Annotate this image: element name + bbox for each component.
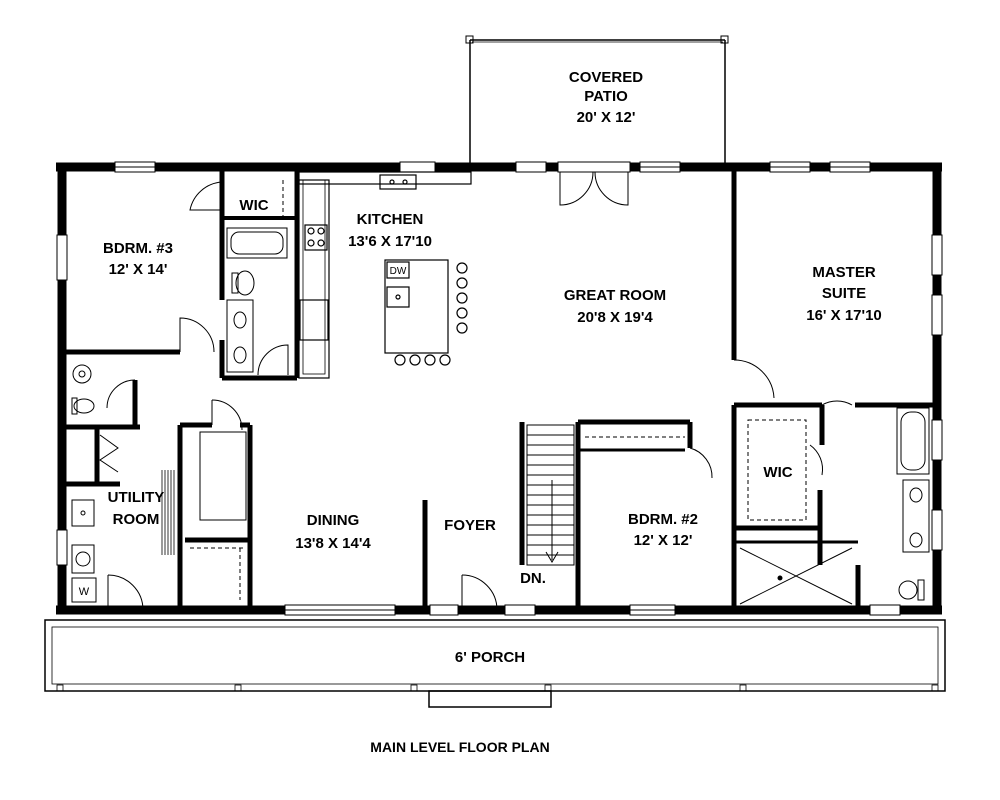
dishwasher-label: DW bbox=[390, 266, 407, 277]
foyer-label: FOYER bbox=[444, 517, 496, 534]
utility-label-line2: ROOM bbox=[113, 511, 160, 528]
bdrm2-size: 12' X 12' bbox=[634, 532, 693, 549]
bdrm3-label: BDRM. #3 bbox=[103, 240, 173, 257]
stairs-down-label: DN. bbox=[520, 570, 546, 587]
porch-label: 6' PORCH bbox=[455, 649, 525, 666]
dining-label: DINING bbox=[307, 512, 360, 529]
stairs bbox=[526, 424, 575, 566]
bdrm2-label: BDRM. #2 bbox=[628, 511, 698, 528]
utility-fixtures bbox=[71, 470, 175, 603]
kitchen-label: KITCHEN bbox=[357, 211, 424, 228]
kitchen-fixtures bbox=[298, 171, 472, 379]
wic-upper-label: WIC bbox=[239, 197, 268, 214]
porch bbox=[44, 619, 946, 708]
wic-master-label: WIC bbox=[763, 464, 792, 481]
patio-french-doors bbox=[557, 161, 631, 206]
patio-label-line1: COVERED bbox=[569, 69, 643, 86]
master-size: 16' X 17'10 bbox=[806, 307, 882, 324]
powder-room-fixtures bbox=[71, 364, 95, 415]
washer-label: W bbox=[79, 586, 90, 598]
covered-patio bbox=[465, 35, 729, 165]
interior-details bbox=[99, 180, 853, 611]
exterior-walls bbox=[56, 162, 942, 615]
kitchen-size: 13'6 X 17'10 bbox=[348, 233, 432, 250]
master-bath-fixtures bbox=[896, 407, 930, 601]
master-label-line1: MASTER bbox=[812, 264, 876, 281]
great-room-label: GREAT ROOM bbox=[564, 287, 666, 304]
patio-label-line2: PATIO bbox=[584, 88, 628, 105]
hall-bath-fixtures bbox=[226, 227, 288, 373]
master-label-line2: SUITE bbox=[822, 285, 866, 302]
bdrm3-size: 12' X 14' bbox=[109, 261, 168, 278]
windows bbox=[56, 161, 943, 616]
great-room-size: 20'8 X 19'4 bbox=[577, 309, 653, 326]
plan-title: MAIN LEVEL FLOOR PLAN bbox=[370, 739, 549, 755]
patio-size: 20' X 12' bbox=[577, 109, 636, 126]
dining-size: 13'8 X 14'4 bbox=[295, 535, 371, 552]
interior-walls bbox=[62, 167, 937, 610]
utility-label-line1: UTILITY bbox=[108, 489, 165, 506]
